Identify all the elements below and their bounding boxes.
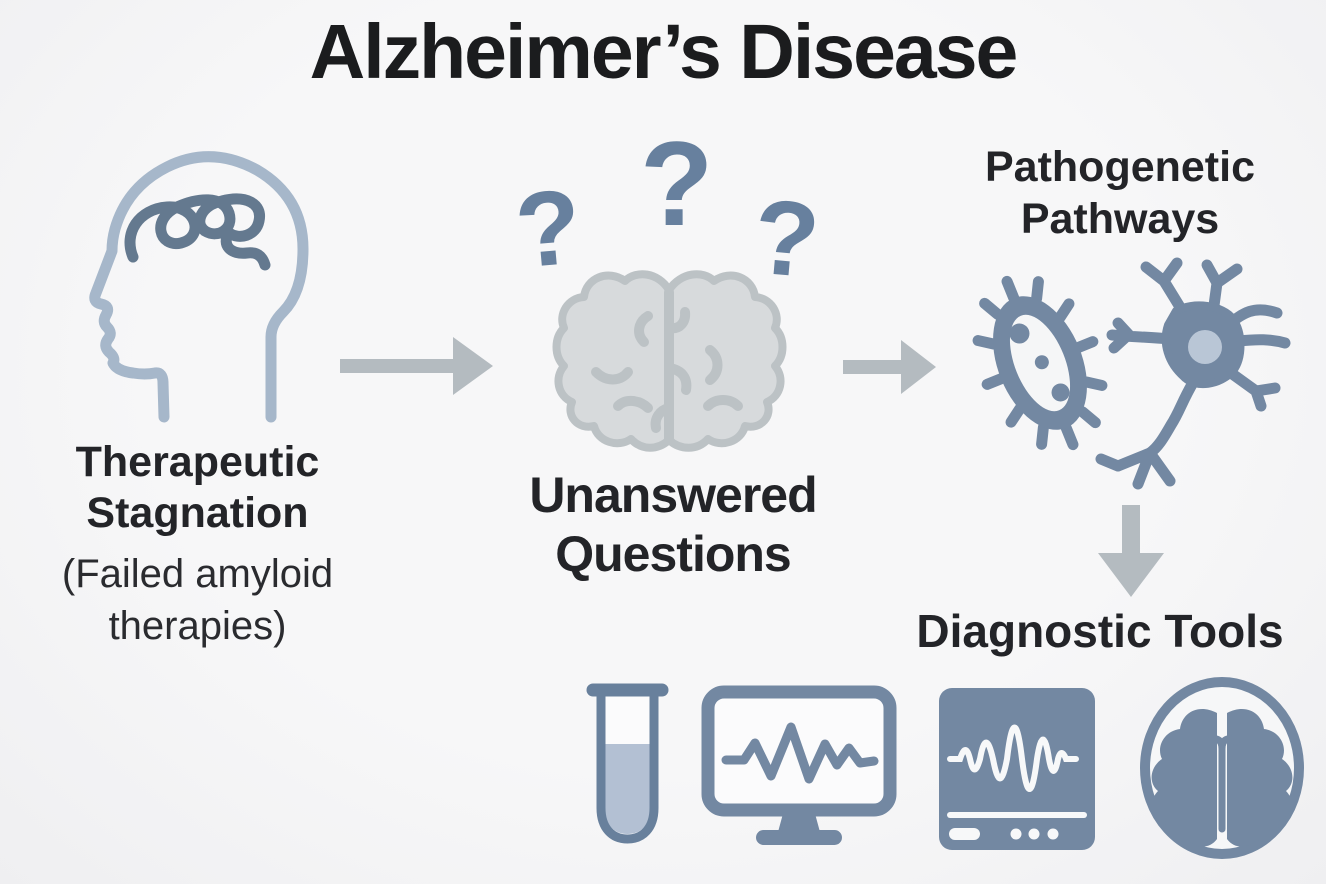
brain-scan-icon [1140, 677, 1304, 859]
test-tube-icon [586, 683, 669, 844]
stagnation-label-line2: Stagnation [86, 489, 309, 537]
questions-label-line2: Questions [555, 526, 791, 582]
stagnation-subtitle-line2: therapies) [108, 604, 287, 648]
arrow-right-icon [340, 337, 493, 395]
tools-label: Diagnostic Tools [916, 605, 1284, 657]
question-mark: ? [640, 117, 714, 251]
tangle-scribble-icon [124, 193, 271, 271]
stagnation-subtitle: (Failed amyloid therapies) [10, 548, 385, 652]
monitor-ekg-icon [701, 685, 897, 845]
ekg-panel-icon [939, 688, 1095, 850]
pathways-label-line2: Pathways [1020, 195, 1220, 243]
arrow-right-icon [843, 340, 936, 394]
neuron-icon [1095, 257, 1291, 490]
questions-label-line1: Unanswered [529, 467, 817, 523]
bacteria-icon [972, 275, 1108, 451]
questions-label: Unanswered Questions [478, 466, 868, 584]
head-profile-icon [89, 151, 309, 423]
page-title: Alzheimer’s Disease [309, 9, 1019, 95]
stagnation-subtitle-line1: (Failed amyloid [61, 552, 334, 596]
arrow-down-icon [1098, 505, 1164, 597]
pathways-label: Pathogenetic Pathways [935, 141, 1305, 245]
test-tube-liquid [605, 744, 650, 834]
pathways-label-line1: Pathogenetic [985, 143, 1255, 191]
neuron-nucleus [1188, 330, 1222, 364]
stagnation-label: Therapeutic Stagnation [10, 437, 385, 539]
brain-icon [552, 270, 787, 452]
stagnation-label-line1: Therapeutic [75, 438, 320, 486]
